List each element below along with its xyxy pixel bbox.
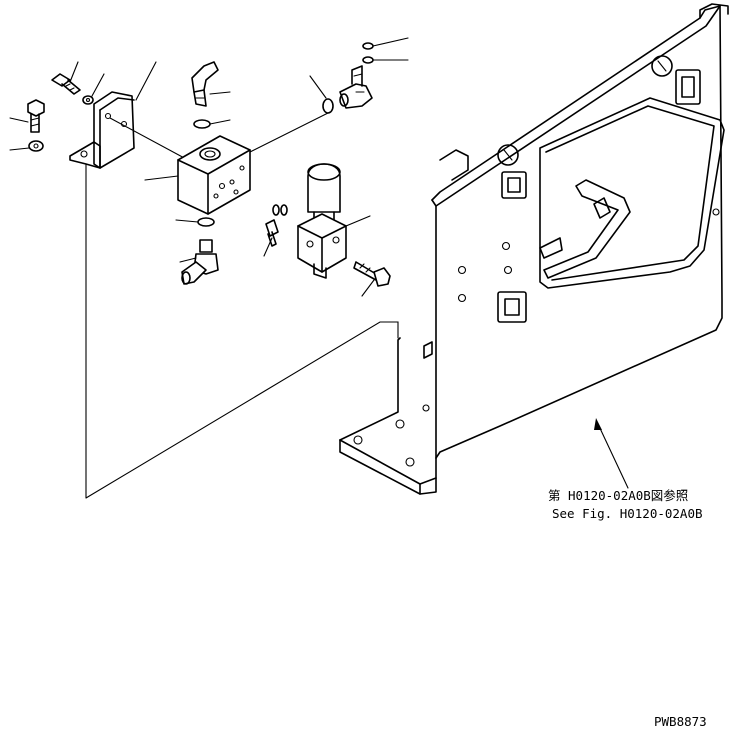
o-ring-top [193,119,231,129]
long-bolt [353,261,391,297]
o-ring-right [309,75,334,114]
bolt-large [9,99,45,133]
elbow-fitting-top [191,61,231,107]
bolt-small [51,61,81,95]
drawing-number: PWB8873 [654,714,707,729]
assembly-boundary-line [85,163,399,499]
accumulator [297,163,371,279]
mounting-frame [339,3,729,495]
washer-small [82,73,105,105]
valve-block [144,111,331,215]
reference-text-en: See Fig. H0120-02A0B [552,506,703,521]
reference-text-jp: 第 H0120-02A0B図参照 [548,488,688,503]
o-ring-bottom [175,217,215,227]
small-rings [362,37,409,64]
reference-arrow [594,418,629,489]
fitting-right [339,65,373,109]
washer-large [9,140,44,152]
plugs [263,204,288,257]
elbow-fitting-bottom [179,239,219,285]
bracket [69,61,189,169]
